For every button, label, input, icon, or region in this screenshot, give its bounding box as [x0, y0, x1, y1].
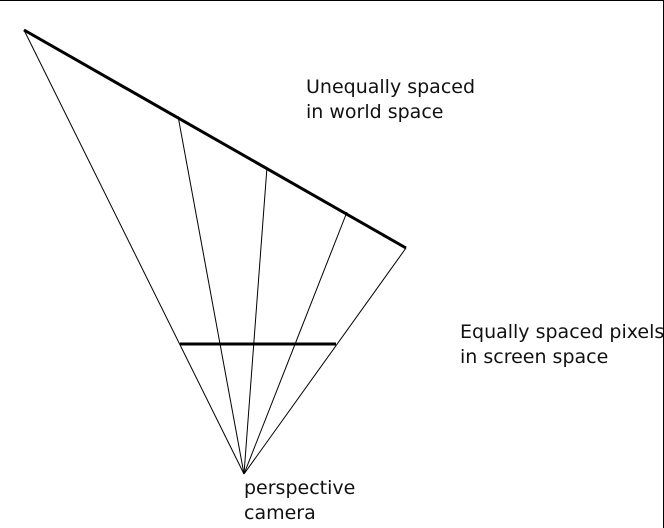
screen-space-label-line-1: Equally spaced pixels — [460, 321, 664, 343]
sample-ray-3 — [243, 211, 348, 475]
world-space-label-line-1: Unequally spaced — [306, 76, 476, 98]
world-space-label: Unequally spaced in world space — [306, 75, 475, 125]
frustum-left-edge — [23, 29, 245, 475]
world-space-label-line-2: in world space — [306, 101, 444, 123]
camera-label-line-2: camera — [244, 502, 316, 524]
frustum-right-edge — [243, 247, 407, 475]
screen-space-label: Equally spaced pixels in screen space — [460, 320, 664, 370]
camera-label-line-1: perspective — [244, 477, 356, 499]
sample-ray-2 — [243, 166, 268, 475]
world-plane-line — [23, 28, 407, 250]
camera-label: perspective camera — [244, 476, 355, 526]
sample-ray-1 — [177, 115, 245, 475]
screen-space-label-line-2: in screen space — [460, 346, 609, 368]
